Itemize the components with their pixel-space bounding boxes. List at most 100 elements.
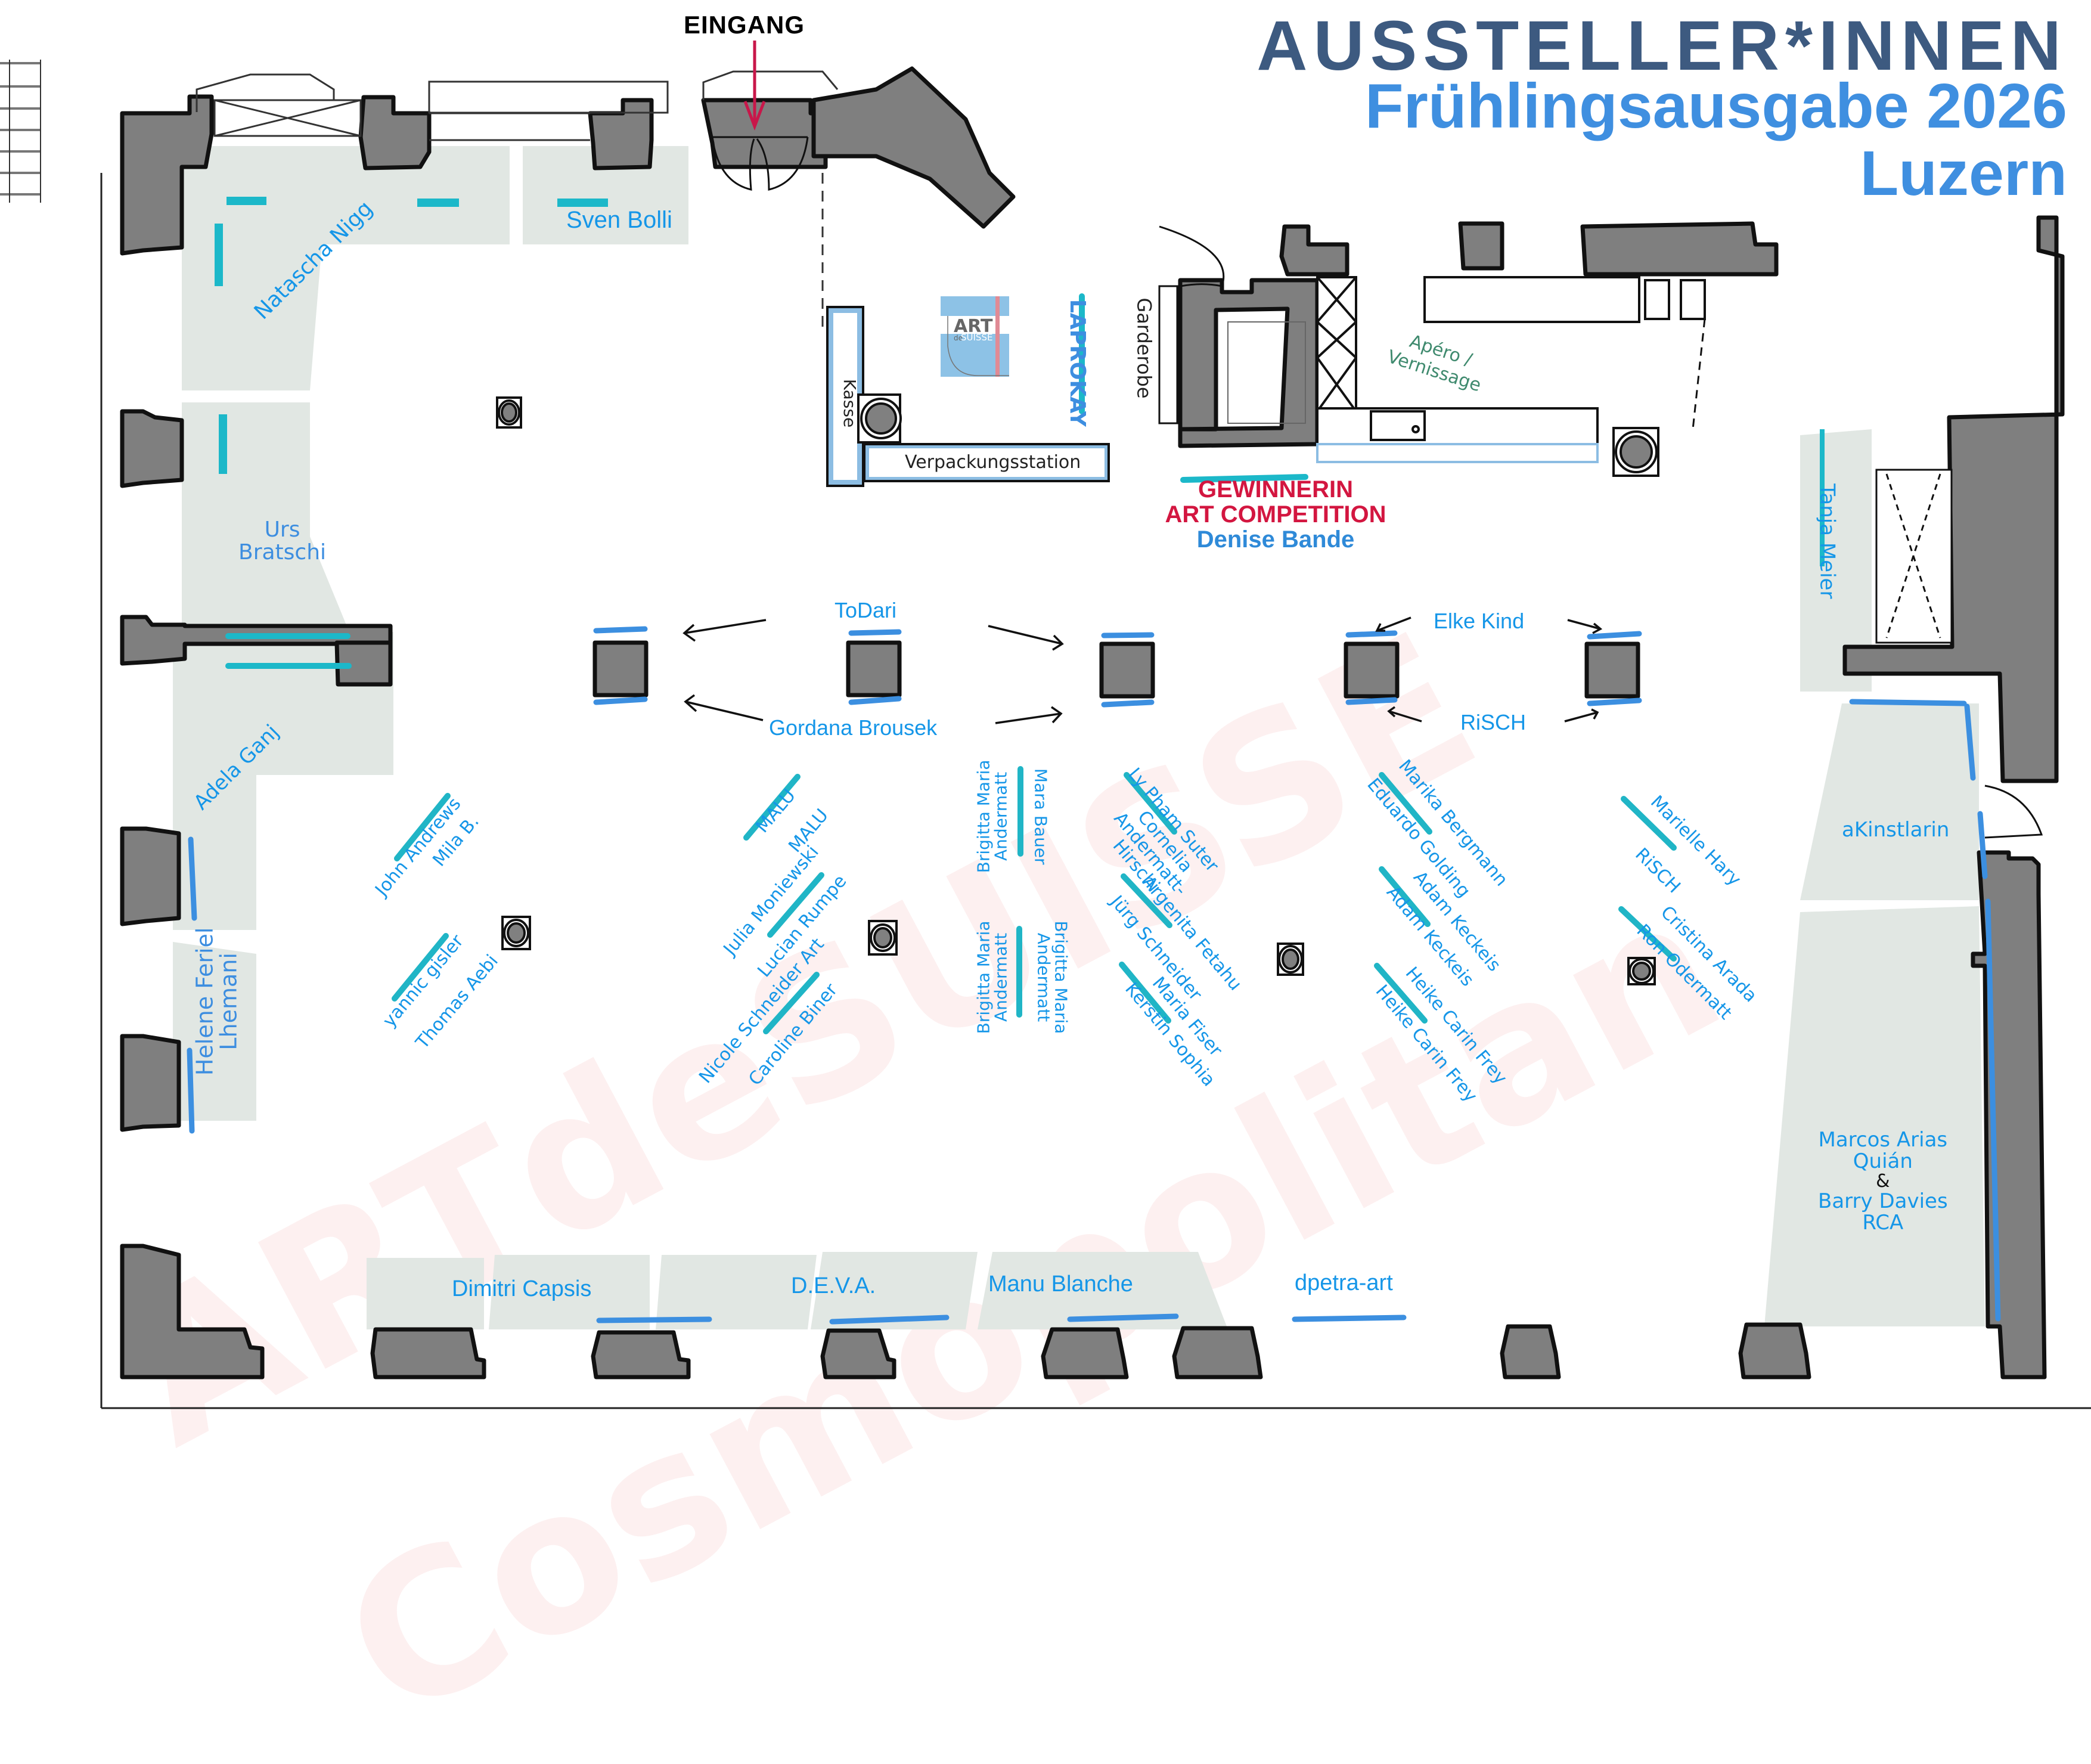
exhibitor-label[interactable]: Sven Bolli: [566, 207, 672, 233]
wall-panel: [1292, 1315, 1407, 1322]
logo-art-text: ART: [954, 316, 993, 337]
exhibitor-label[interactable]: Dimitri Capsis: [452, 1276, 592, 1301]
award-line-2: ART COMPETITION: [1165, 501, 1386, 528]
wall-panel: [596, 1316, 712, 1323]
apero-kitchen: [1227, 276, 1706, 463]
panel: [763, 972, 820, 1034]
exhibitor-label[interactable]: Gordana Brousek: [769, 715, 938, 740]
exhibitor-label[interactable]: Elke Kind: [1434, 609, 1525, 633]
exhibitor-name-line: Urs: [264, 517, 300, 542]
walls: [120, 66, 2065, 1379]
outer-border: [100, 173, 2091, 1409]
exhibitor-name-line: Marcos Arias: [1818, 1128, 1948, 1152]
page-title: AUSSTELLER*INNEN: [1257, 7, 2067, 85]
floor-plan-drawing: [0, 41, 2091, 1409]
exhibitor-name-line: Quián: [1853, 1149, 1913, 1173]
storage-room: [1875, 469, 1953, 644]
wall-panel: [188, 836, 197, 921]
arrow-head-icon: [682, 624, 696, 642]
exhibitor-name-line: Barry Davies: [1818, 1189, 1948, 1213]
award-line-1: GEWINNERIN: [1198, 476, 1353, 503]
exhibitor-name-line: Helene Feriel: [191, 927, 218, 1076]
diagonal-panels: [392, 766, 1677, 1034]
exhibitor-label[interactable]: LAPROKAY: [1065, 299, 1090, 427]
exhibitor-label[interactable]: Urs Bratschi: [238, 519, 326, 564]
teal-panels: [215, 197, 1825, 669]
exhibitor-label[interactable]: Helene Feriel Lhemani: [191, 927, 242, 1076]
arrow-head-icon: [1591, 708, 1599, 720]
panel-exhibitor-b[interactable]: Brigitta Maria Andermatt: [1034, 920, 1071, 1034]
exhibitor-label[interactable]: aKinstlarin: [1842, 818, 1950, 842]
wall-panel: [1977, 811, 1988, 879]
arrow-head-icon: [684, 694, 697, 712]
panel: [1180, 474, 1308, 483]
exhibitor-label[interactable]: D.E.V.A.: [791, 1273, 876, 1298]
panel: [1621, 796, 1677, 851]
booth-zones: [173, 146, 1985, 1329]
cloakroom-label: Garderobe: [1133, 297, 1156, 399]
art-de-suisse-logo: [941, 296, 1009, 377]
column-icon: [857, 393, 902, 444]
panel: [1119, 962, 1171, 1024]
event-edition: Frühlingsausgabe 2026: [1364, 71, 2067, 141]
column-icon: [501, 916, 531, 950]
exhibitor-label[interactable]: ToDari: [834, 598, 897, 622]
arrow-head-icon: [1052, 634, 1064, 651]
exhibitor-name-line: RCA: [1862, 1210, 1904, 1235]
column-symbols: [496, 393, 1659, 985]
exhibitor-label[interactable]: dpetra-art: [1295, 1270, 1393, 1295]
blue-walls: [187, 626, 2001, 1325]
cashier-label: Kasse: [840, 379, 860, 428]
panel-exhibitor-b[interactable]: Mara Bauer: [1031, 768, 1051, 865]
panel-exhibitor-a[interactable]: Brigitta Maria Andermatt: [973, 759, 1011, 873]
logo-suisse-text: SUISSE: [961, 332, 993, 343]
side-door-icon: [1984, 785, 2043, 839]
column-icon: [868, 920, 898, 956]
panel: [1379, 866, 1431, 927]
exhibitor-label[interactable]: Manu Blanche: [988, 1272, 1133, 1297]
panel-exhibitor-a[interactable]: Brigitta Maria Andermatt: [973, 920, 1011, 1034]
entrance-arrow-icon: [743, 41, 766, 131]
panel: [1374, 963, 1428, 1024]
panel: [1618, 906, 1677, 962]
cloakroom-rack: [1158, 285, 1178, 424]
entrance-label: EINGANG: [684, 11, 805, 39]
stairs-icon: [0, 60, 41, 203]
exhibitor-label[interactable]: Tanja Meier: [1815, 483, 1839, 599]
wall-panel: [829, 1315, 950, 1325]
arrow-head-icon: [1387, 706, 1396, 718]
column-icon: [1277, 943, 1304, 976]
event-city: Luzern: [1860, 138, 2067, 209]
logo-de-text: de: [954, 334, 963, 342]
exhibitor-label[interactable]: Marcos Arias Quián & Barry Davies RCA: [1818, 1128, 1948, 1235]
exhibitor-name-line: Lhemani: [215, 953, 242, 1050]
wall-panel: [1067, 1313, 1179, 1322]
panel: [1379, 772, 1432, 835]
award-winner-block: GEWINNERIN ART COMPETITION Denise Bande: [1150, 477, 1401, 552]
panel: [1124, 772, 1177, 835]
window-frames: [196, 70, 839, 141]
exhibitor-name-line: Bratschi: [238, 540, 327, 565]
cloakroom-door-icon: [1159, 225, 1225, 293]
wall-panel: [1985, 898, 2001, 1322]
column-icon: [1612, 427, 1659, 477]
panel: [392, 933, 449, 1002]
column-icon: [1627, 957, 1656, 985]
exhibitor-label[interactable]: RiSCH: [1460, 710, 1527, 734]
arrow-head-icon: [1375, 623, 1385, 632]
arrow-head-icon: [1592, 622, 1603, 634]
entrance-doors-icon: [711, 136, 809, 191]
packing-station-label: Verpackungsstation: [905, 452, 1081, 473]
pointer-arrows: [682, 616, 1603, 724]
column-icon: [496, 396, 522, 429]
panel: [743, 774, 801, 841]
wall-panel: [1964, 703, 1976, 781]
panel: [394, 793, 451, 861]
ampersand: &: [1876, 1171, 1890, 1192]
panel: [767, 872, 824, 938]
award-winner-name: Denise Bande: [1196, 526, 1355, 553]
wall-panel: [1849, 699, 1967, 706]
wall-panel: [187, 1047, 195, 1134]
arrow-head-icon: [1051, 706, 1063, 724]
packing-counter: [863, 443, 1110, 482]
